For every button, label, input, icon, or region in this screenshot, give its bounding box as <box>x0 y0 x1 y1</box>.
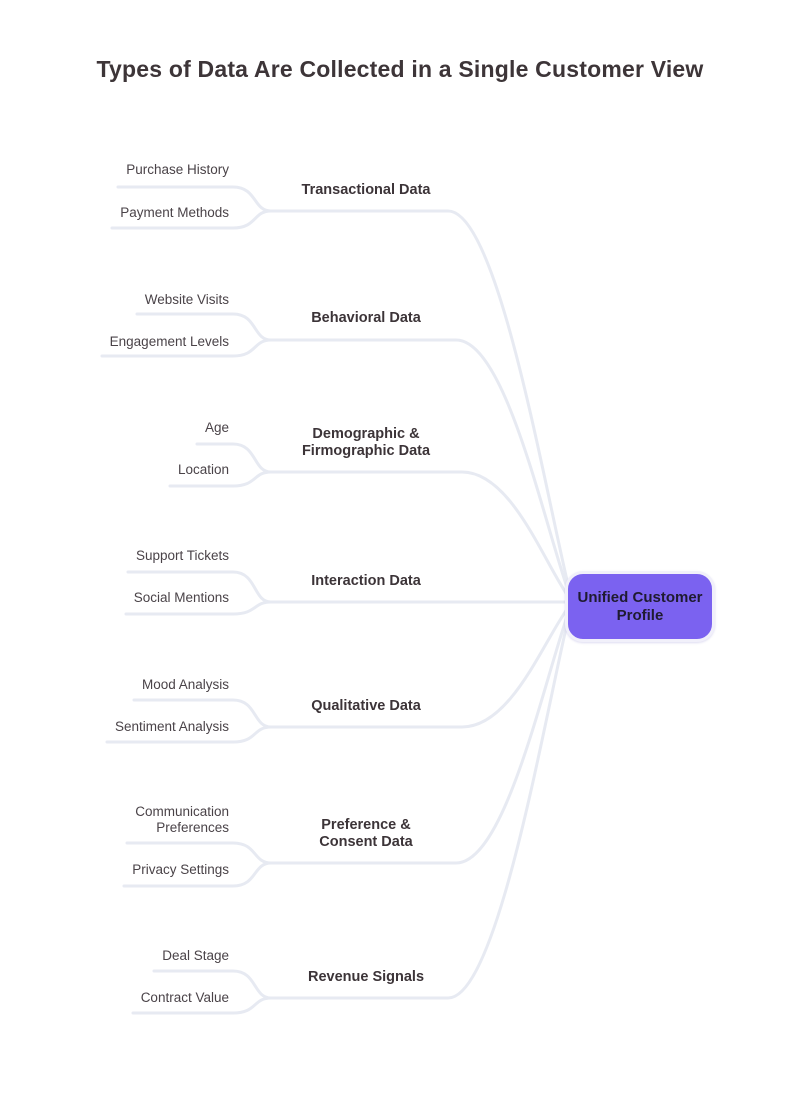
leaf-payment-methods: Payment Methods <box>120 205 229 220</box>
branch-transactional-data: Transactional Data <box>301 182 431 198</box>
branch-behavioral-data: Behavioral Data <box>311 310 421 326</box>
leaf-support-tickets: Support Tickets <box>135 548 229 563</box>
leaf-website-visits: Website Visits <box>144 292 229 307</box>
leaf-engagement-levels: Engagement Levels <box>109 334 229 349</box>
branch-preference-consent-data: Preference & Consent Data <box>319 817 413 850</box>
leaf-mood-analysis: Mood Analysis <box>141 677 229 692</box>
leaf-age: Age <box>204 420 229 435</box>
leaf-contract-value: Contract Value <box>140 990 229 1005</box>
branch-interaction-data: Interaction Data <box>311 573 421 589</box>
root-node-unified-customer-profile: Unified Customer Profile <box>565 571 715 642</box>
leaf-sentiment-analysis: Sentiment Analysis <box>114 719 229 734</box>
leaf-deal-stage: Deal Stage <box>162 948 229 963</box>
root-node-label: Unified Customer Profile <box>577 588 703 624</box>
leaf-purchase-history: Purchase History <box>126 162 229 177</box>
leaf-location: Location <box>177 462 229 477</box>
leaf-social-mentions: Social Mentions <box>133 590 229 605</box>
branch-revenue-signals: Revenue Signals <box>307 969 425 985</box>
diagram-title: Types of Data Are Collected in a Single … <box>96 56 704 82</box>
leaf-privacy-settings: Privacy Settings <box>132 862 229 877</box>
branch-qualitative-data: Qualitative Data <box>311 698 421 714</box>
leaf-communication-preferences: Communication Preferences <box>135 804 229 835</box>
branch-demographic-firmographic-data: Demographic & Firmographic Data <box>301 426 431 459</box>
